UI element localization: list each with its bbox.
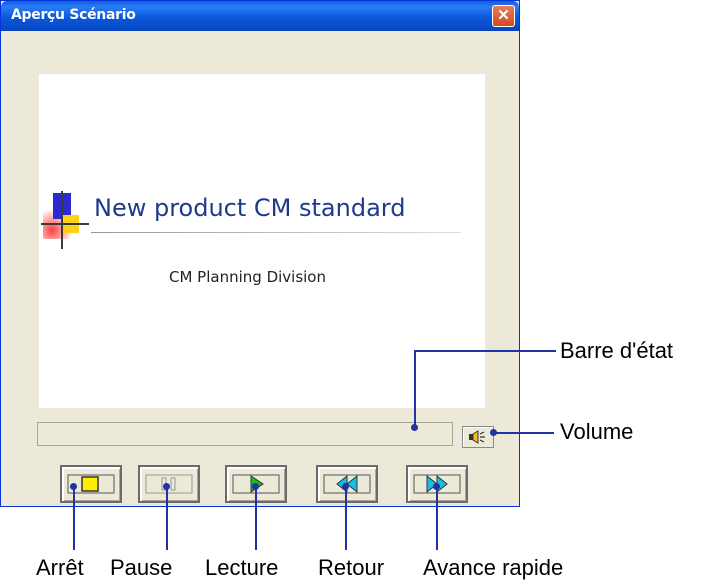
volume-button[interactable]	[462, 426, 494, 448]
play-callout-line	[255, 486, 257, 550]
pause-callout-line	[166, 486, 168, 550]
slide-preview	[39, 74, 485, 408]
volume-label: Volume	[560, 419, 634, 444]
close-icon: ✕	[497, 7, 510, 24]
rewind-callout-line	[345, 486, 347, 550]
status-bar-callout-line	[414, 350, 416, 426]
status-bar-label: Barre d'état	[560, 338, 674, 363]
slide-divider	[91, 232, 461, 233]
speaker-icon	[469, 430, 485, 444]
stop-icon	[67, 474, 115, 494]
slide-title: New product CM standard	[94, 194, 406, 222]
pause-label: Pause	[110, 555, 173, 580]
window-title: Aperçu Scénario	[11, 7, 136, 23]
status-bar	[37, 422, 453, 446]
status-bar-callout-dot	[411, 424, 418, 431]
slide-logo-icon	[41, 191, 89, 249]
close-button[interactable]: ✕	[492, 5, 515, 27]
scenario-preview-window: Aperçu Scénario ✕ New product CM standar…	[0, 0, 520, 507]
slide-subtitle: CM Planning Division	[169, 268, 326, 286]
fast-forward-callout-line	[436, 486, 438, 550]
fast-forward-label: Avance rapide	[423, 555, 564, 580]
volume-callout-line	[493, 432, 554, 434]
play-label: Lecture	[205, 555, 279, 580]
rewind-label: Retour	[318, 555, 385, 580]
stop-callout-line	[73, 486, 75, 550]
title-bar[interactable]: Aperçu Scénario ✕	[1, 1, 519, 31]
status-bar-callout-line	[414, 350, 556, 352]
stop-button[interactable]	[60, 465, 122, 503]
stop-label: Arrêt	[36, 555, 84, 580]
